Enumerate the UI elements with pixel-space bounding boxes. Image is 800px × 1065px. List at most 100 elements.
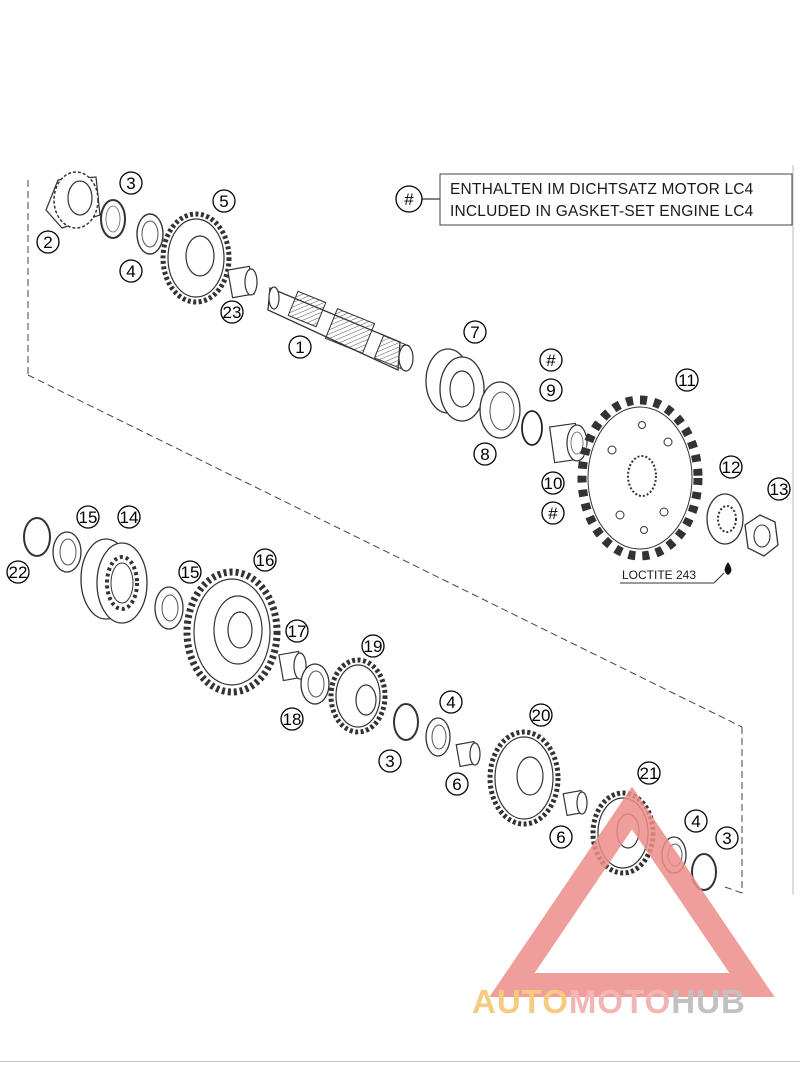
svg-text:19: 19: [364, 637, 383, 656]
callout-4-right: 4: [684, 809, 708, 833]
svg-text:11: 11: [678, 371, 696, 390]
svg-text:#: #: [548, 504, 558, 523]
svg-text:14: 14: [120, 508, 139, 527]
svg-text:6: 6: [452, 775, 461, 794]
callout-4-mid: 4: [439, 690, 463, 714]
svg-text:10: 10: [544, 474, 563, 493]
svg-text:2: 2: [43, 233, 52, 252]
svg-text:7: 7: [470, 323, 479, 342]
part-6-bushing-right: [562, 789, 588, 817]
group-frame: [27, 180, 743, 894]
svg-text:3: 3: [385, 752, 394, 771]
callout-22: 22: [6, 560, 30, 584]
watermark-part-auto: AUTO: [472, 983, 569, 1020]
svg-text:4: 4: [126, 262, 135, 281]
callout-3-mid: 3: [378, 749, 402, 773]
svg-text:6: 6: [556, 828, 565, 847]
callout-3: 3: [119, 171, 143, 195]
part-13-nut: [744, 514, 779, 557]
page-bottom-divider: [0, 1061, 800, 1062]
callout-1: 1: [288, 335, 312, 359]
svg-text:15: 15: [79, 508, 98, 527]
callout-15-right: 15: [178, 560, 202, 584]
callout-2: 2: [36, 230, 60, 254]
callout-23: 23: [220, 300, 244, 324]
legend-box: [439, 173, 793, 226]
svg-text:4: 4: [446, 693, 455, 712]
part-10-spacer: [548, 422, 588, 464]
part-3-ring-mid: [393, 703, 419, 741]
part-3-ring-upper: [100, 199, 126, 239]
part-11-sprocket: [577, 395, 703, 561]
svg-text:3: 3: [722, 829, 731, 848]
part-6-bushing-left: [455, 740, 481, 768]
svg-text:22: 22: [9, 563, 28, 582]
svg-text:21: 21: [640, 764, 659, 783]
callout-14: 14: [117, 505, 141, 529]
callouts: 2 3 4 5 23 1 7 # 9 8 10 # 11 12 13 22 15…: [6, 171, 791, 850]
callout-4: 4: [119, 259, 143, 283]
watermark-part-hub: HUB: [671, 983, 746, 1020]
part-5-gear: [160, 211, 232, 305]
callout-12: 12: [719, 455, 743, 479]
svg-text:4: 4: [691, 812, 700, 831]
svg-text:20: 20: [532, 706, 551, 725]
part-14-needle-bearing: [80, 538, 148, 624]
part-2-gear: [45, 171, 101, 229]
callout-11: 11: [675, 368, 699, 392]
callout-17: 17: [285, 619, 309, 643]
callout-hash-lower: #: [541, 501, 565, 525]
callout-3-right: 3: [715, 826, 739, 850]
part-3-ring-right: [691, 853, 717, 891]
svg-text:5: 5: [219, 192, 228, 211]
svg-text:8: 8: [480, 445, 489, 464]
callout-5: 5: [212, 189, 236, 213]
svg-text:23: 23: [223, 303, 242, 322]
loctite-note: LOCTITE 243: [620, 562, 732, 584]
part-19-gear: [328, 657, 388, 735]
callout-6-left: 6: [445, 772, 469, 796]
callout-8: 8: [473, 442, 497, 466]
svg-text:13: 13: [770, 480, 789, 499]
callout-10: 10: [541, 471, 565, 495]
callout-13: 13: [767, 477, 791, 501]
callout-7: 7: [463, 320, 487, 344]
callout-9: 9: [539, 378, 563, 402]
watermark-logo: AUTOMOTOHUB: [472, 786, 775, 1020]
part-9-o-ring: [521, 410, 543, 446]
loctite-label: LOCTITE 243: [622, 568, 696, 582]
part-23-bushing: [227, 265, 258, 299]
legend: # ENTHALTEN IM DICHTSATZ MOTOR LC4 INCLU…: [395, 173, 793, 226]
callout-hash-upper: #: [539, 348, 563, 372]
part-1-shaft: [267, 286, 414, 372]
svg-text:17: 17: [288, 622, 307, 641]
svg-text:12: 12: [722, 458, 741, 477]
watermark-part-moto: MOTO: [569, 983, 671, 1020]
svg-text:#: #: [546, 351, 556, 370]
legend-line-english: INCLUDED IN GASKET-SET ENGINE LC4: [450, 203, 754, 220]
part-20-gear: [487, 729, 561, 827]
svg-text:15: 15: [181, 563, 200, 582]
callout-18: 18: [280, 707, 304, 731]
part-7-bearing: [425, 348, 485, 422]
svg-text:16: 16: [256, 551, 275, 570]
callout-15-left: 15: [76, 505, 100, 529]
part-12-lock-washer: [706, 493, 744, 545]
part-16-gear: [183, 568, 281, 696]
svg-text:9: 9: [546, 381, 555, 400]
part-22-ring: [23, 517, 51, 557]
legend-line-german: ENTHALTEN IM DICHTSATZ MOTOR LC4: [450, 181, 754, 198]
legend-symbol: #: [404, 190, 414, 209]
callout-6-right: 6: [549, 825, 573, 849]
part-17-bushing: [278, 650, 307, 682]
callout-16: 16: [253, 548, 277, 572]
svg-text:AUTOMOTOHUB: AUTOMOTOHUB: [472, 983, 746, 1020]
callout-21: 21: [637, 761, 661, 785]
svg-text:18: 18: [283, 710, 302, 729]
svg-text:1: 1: [295, 338, 304, 357]
callout-20: 20: [529, 703, 553, 727]
svg-text:3: 3: [126, 174, 135, 193]
callout-19: 19: [361, 634, 385, 658]
loctite-drop-icon: [724, 562, 732, 575]
